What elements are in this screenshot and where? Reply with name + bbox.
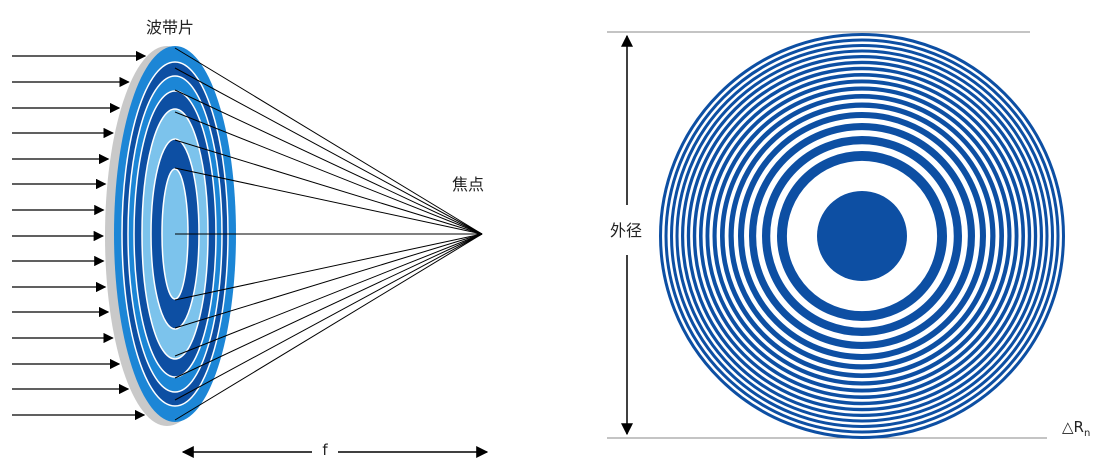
- zone-plate-front-view: [659, 32, 1066, 440]
- zone-ring: [692, 66, 1032, 406]
- converging-ray-arrow: [174, 89, 311, 154]
- converging-ray-arrow: [174, 67, 311, 142]
- zone-ring: [686, 60, 1038, 412]
- zone-center-disc: [817, 191, 907, 281]
- zone-ring: [738, 112, 987, 360]
- converging-ray-arrow: [174, 302, 311, 357]
- zone-ring: [680, 55, 1043, 417]
- converging-ray-arrow: [174, 47, 311, 130]
- incoming-rays-group: [12, 50, 147, 421]
- converging-ray-arrow: [174, 314, 311, 379]
- zone-ring: [762, 136, 962, 336]
- converging-ray-arrow: [174, 111, 311, 166]
- converging-ray-arrow: [174, 139, 311, 182]
- converging-ray-arrow: [174, 326, 311, 401]
- focus-label: 焦点: [452, 175, 484, 194]
- zone-width-label: △Rn: [1062, 418, 1090, 439]
- converging-ray-arrow: [174, 167, 311, 198]
- zone-ring: [749, 122, 976, 350]
- focal-length-label: f: [322, 441, 328, 459]
- zone-ring: [777, 150, 948, 322]
- zone-ring: [705, 79, 1019, 393]
- zone-ring: [720, 93, 1005, 379]
- outer-diameter-label: 外径: [610, 221, 642, 240]
- converging-ray-arrow: [174, 338, 311, 421]
- converging-ray-arrow: [174, 286, 311, 329]
- zone-width-main: △R: [1062, 418, 1084, 436]
- zone-ring: [659, 32, 1066, 440]
- zone-ring: [670, 43, 1055, 429]
- zone-ring: [698, 73, 1025, 399]
- converging-rays-group: [174, 47, 483, 421]
- zone-ring: [728, 102, 996, 370]
- zone-ring: [712, 86, 1012, 386]
- zone-ring: [664, 38, 1060, 434]
- zone-ring: [675, 49, 1049, 423]
- zone-plate-label: 波带片: [146, 18, 194, 37]
- zone-width-subscript: n: [1084, 428, 1090, 439]
- zone-plate-side-view: [105, 46, 236, 426]
- converging-ray-arrow: [174, 270, 311, 301]
